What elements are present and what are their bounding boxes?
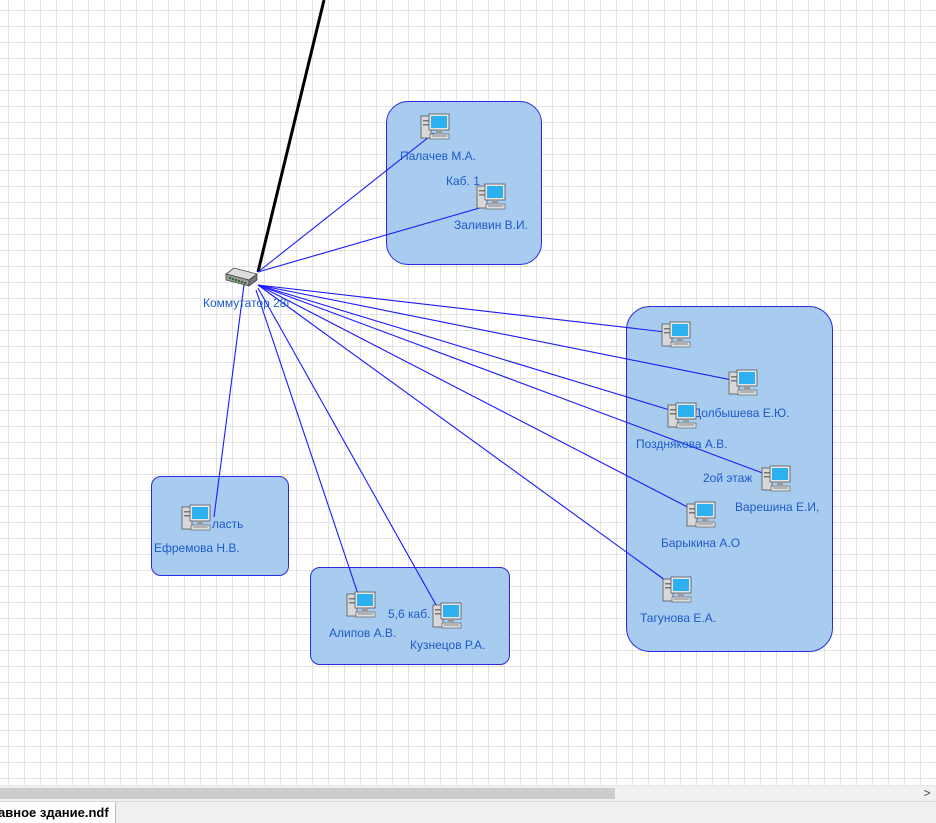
group-oblast-label: ласть: [212, 517, 244, 531]
pc-barykina-label: Барыкина А.О: [661, 536, 741, 550]
pc-tagunova-icon[interactable]: [661, 575, 693, 607]
switch-icon[interactable]: [224, 266, 258, 288]
pc-pozdnyakova-label: Позднякова А.В.: [636, 437, 728, 451]
pc-kuznetsov-icon[interactable]: [431, 601, 463, 633]
pc-palachev-icon[interactable]: [419, 112, 451, 144]
pc-dolbysheva-icon[interactable]: [727, 368, 759, 400]
switch-label: Коммутатор 28г: [203, 296, 291, 310]
link-efremova[interactable]: [213, 284, 245, 518]
link-vareshina[interactable]: [257, 284, 777, 479]
pc-barykina-icon[interactable]: [685, 500, 717, 532]
pc-kuznetsov-label: Кузнецов Р.А.: [410, 638, 486, 652]
group-floor2[interactable]: [626, 306, 833, 652]
group-cab56[interactable]: [310, 567, 510, 665]
pc-dolbysheva-label: Долбышева Е.Ю.: [693, 406, 790, 420]
link-barykina[interactable]: [257, 284, 700, 514]
document-tab-bar: авное здание.ndf: [0, 801, 936, 823]
scroll-right-arrow-icon[interactable]: >: [923, 786, 931, 800]
pc-tagunova-label: Тагунова Е.А.: [640, 611, 717, 625]
link-unnamed1[interactable]: [257, 284, 675, 334]
link-pozdnyakova[interactable]: [257, 284, 684, 415]
pc-efremova-label: Ефремова Н.В.: [154, 541, 240, 555]
pc-vareshina-label: Варешина Е.И,: [735, 500, 820, 514]
pc-efremova-icon[interactable]: [180, 503, 212, 535]
pc-palachev-label: Палачев М.А.: [400, 149, 477, 163]
horizontal-scrollbar[interactable]: >: [0, 785, 936, 801]
pc-zalivin-label: Заливин В.И.: [454, 218, 528, 232]
pc-unnamed1-icon[interactable]: [660, 320, 692, 352]
scrollbar-thumb[interactable]: [0, 788, 615, 799]
link-group: [213, 132, 777, 613]
network-diagram-canvas[interactable]: Коммутатор 28г Палачев М.А. Каб. 1 Залив…: [0, 0, 936, 785]
uplink-cable[interactable]: [256, 0, 326, 273]
link-tagunova[interactable]: [257, 284, 677, 589]
group-floor2-label: 2ой этаж: [703, 471, 753, 485]
link-dolbysheva[interactable]: [257, 284, 743, 383]
pc-pozdnyakova-icon[interactable]: [666, 401, 698, 433]
link-zalivin[interactable]: [257, 204, 491, 273]
group-oblast[interactable]: [151, 476, 289, 576]
links-layer: [213, 0, 777, 613]
tab-active-document[interactable]: авное здание.ndf: [0, 802, 116, 823]
group-cab1-label: Каб. 1: [446, 174, 480, 188]
pc-vareshina-icon[interactable]: [760, 464, 792, 496]
link-kuznetsov[interactable]: [257, 287, 441, 613]
group-cab1[interactable]: [386, 101, 542, 265]
pc-alipov-icon[interactable]: [345, 590, 377, 622]
pc-alipov-label: Алипов А.В.: [329, 626, 397, 640]
pc-zalivin-icon[interactable]: [475, 182, 507, 214]
link-alipov[interactable]: [255, 289, 362, 604]
link-palachev[interactable]: [257, 132, 435, 273]
group-cab56-label: 5,6 каб.: [388, 607, 431, 621]
